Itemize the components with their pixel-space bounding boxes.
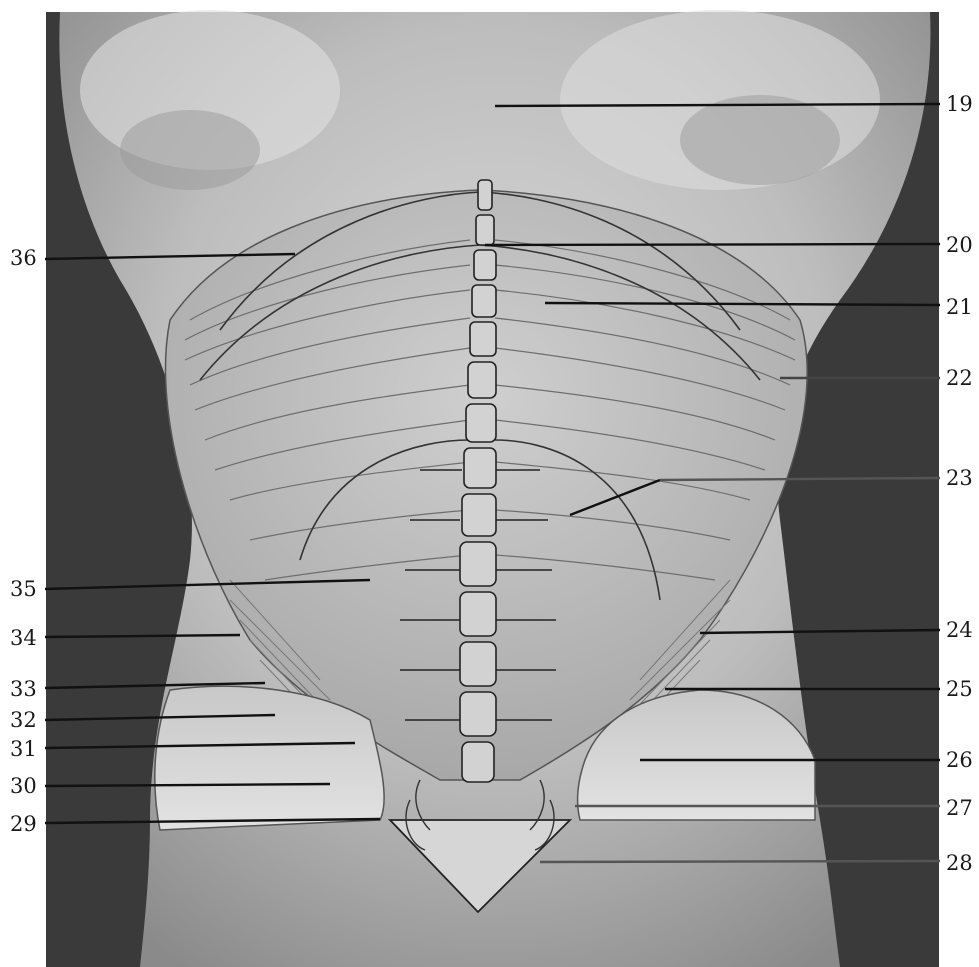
- scapula-shadow-right: [680, 95, 840, 185]
- label-25: 25: [946, 677, 973, 701]
- label-27: 27: [946, 796, 973, 820]
- label-23: 23: [946, 466, 973, 490]
- label-26: 26: [946, 748, 973, 772]
- label-24: 24: [946, 618, 973, 642]
- label-21: 21: [946, 295, 973, 319]
- label-29: 29: [10, 812, 37, 836]
- label-30: 30: [10, 774, 37, 798]
- label-20: 20: [946, 233, 973, 257]
- label-34: 34: [10, 626, 37, 650]
- label-35: 35: [10, 577, 37, 601]
- label-31: 31: [10, 737, 37, 761]
- label-32: 32: [10, 708, 37, 732]
- scapula-shadow-left: [120, 110, 260, 190]
- label-22: 22: [946, 366, 973, 390]
- label-28: 28: [946, 851, 973, 875]
- label-36: 36: [10, 246, 37, 270]
- label-33: 33: [10, 677, 37, 701]
- label-19: 19: [946, 92, 973, 116]
